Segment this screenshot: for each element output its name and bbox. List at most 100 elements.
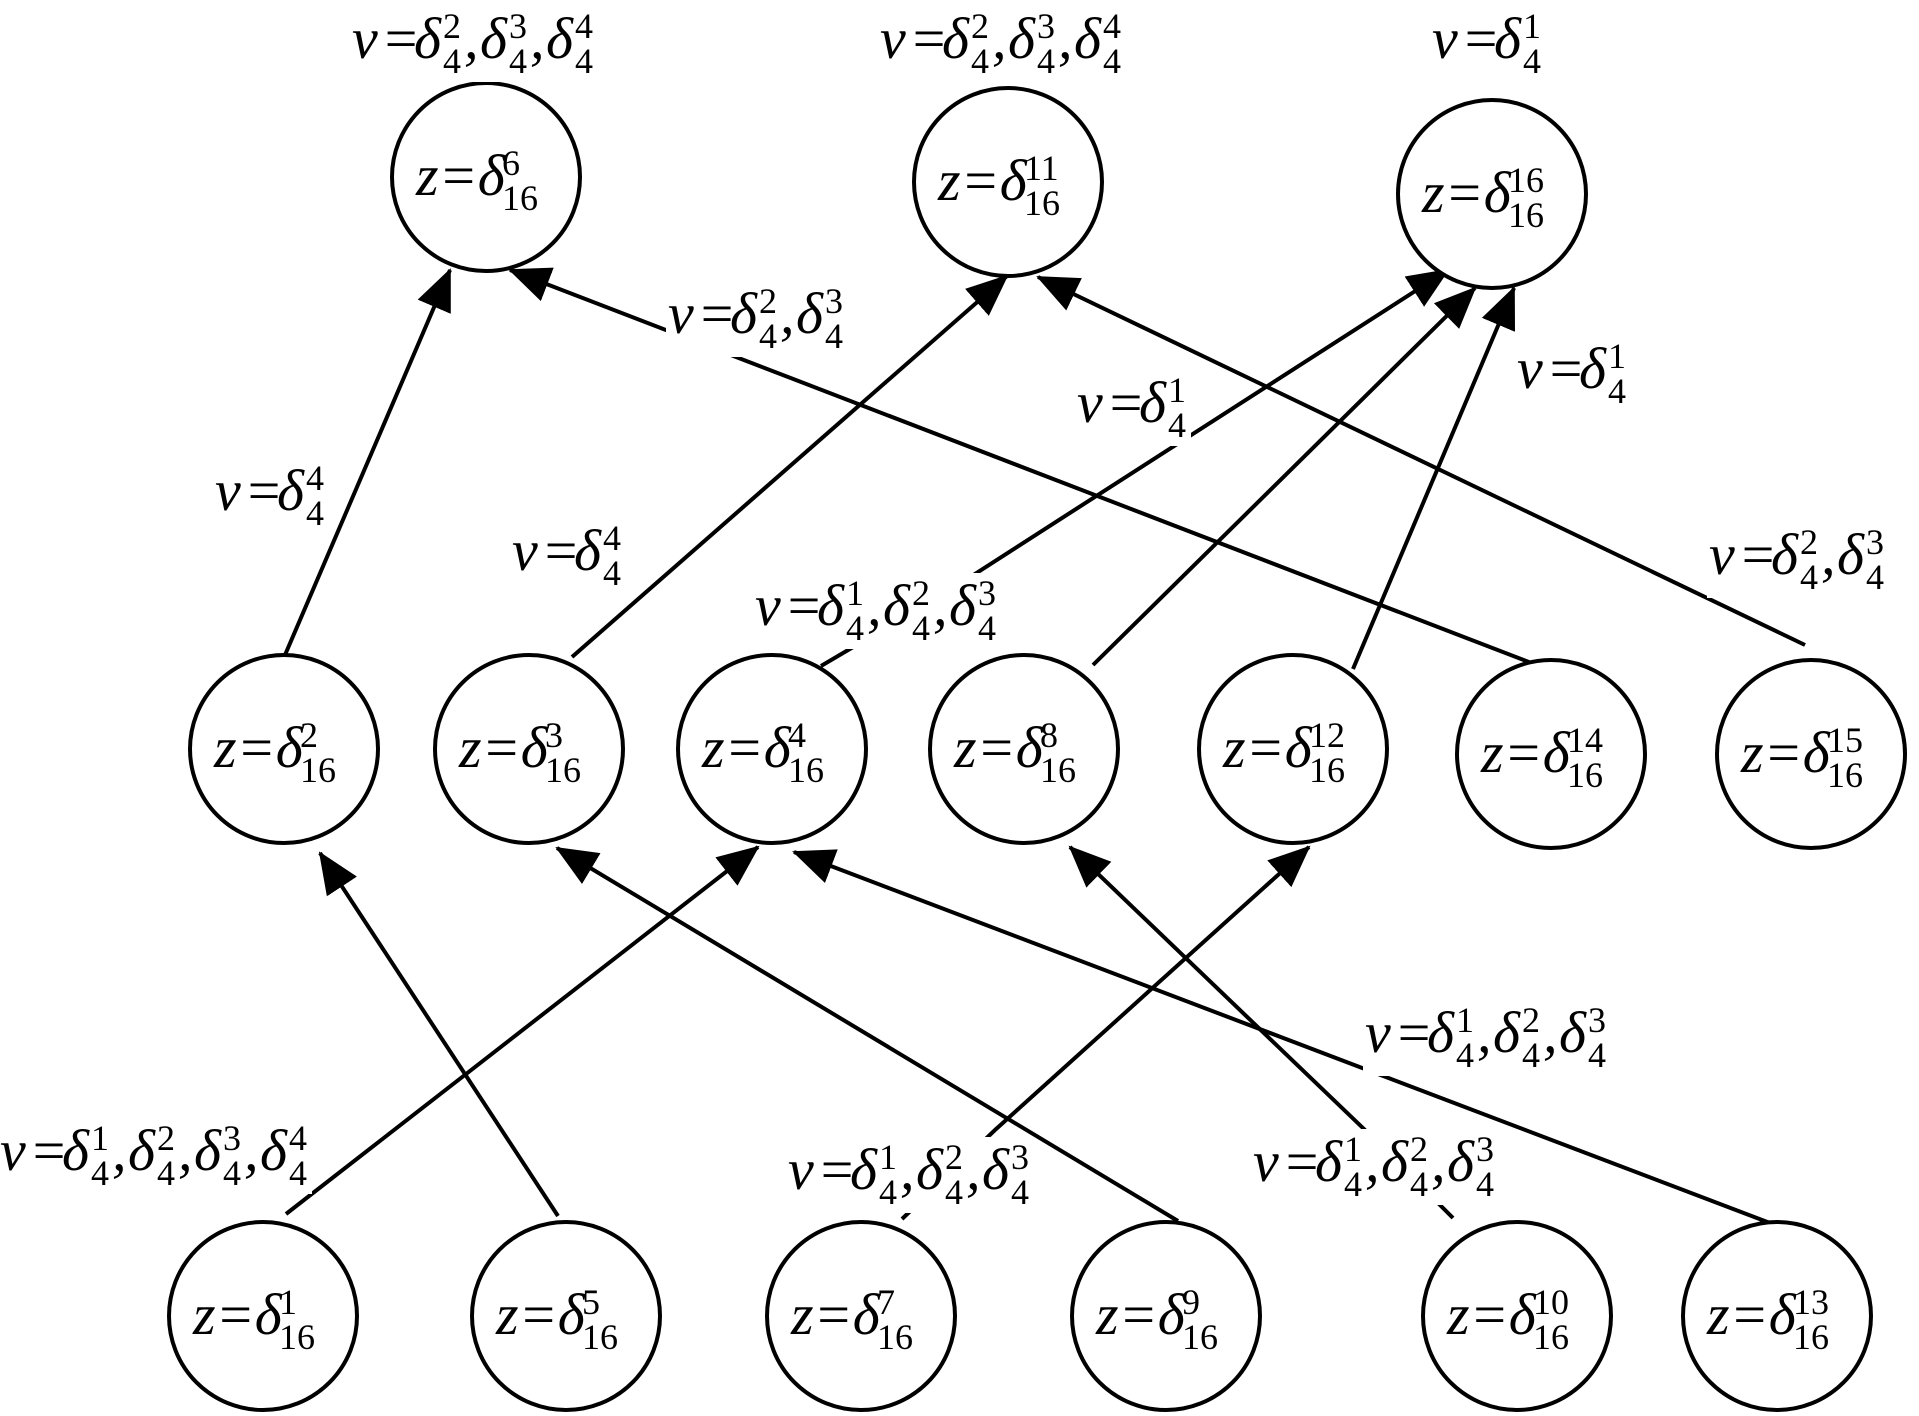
label-var: v bbox=[668, 281, 694, 346]
label-sup: 2 bbox=[1800, 522, 1818, 562]
label-sup: 1 bbox=[846, 573, 864, 613]
label-sub: 4 bbox=[912, 608, 930, 648]
label-delta: δ bbox=[62, 1118, 90, 1183]
label-comma: , bbox=[244, 1118, 259, 1183]
node-label: z=δ bbox=[1095, 1282, 1186, 1347]
label-delta: δ bbox=[1381, 1129, 1409, 1194]
node-label: z=δ bbox=[458, 715, 549, 780]
label-var: v bbox=[0, 1118, 26, 1183]
label-sup: 3 bbox=[1866, 522, 1884, 562]
node-label: z=δ bbox=[415, 143, 506, 208]
label-eq: = bbox=[784, 573, 823, 638]
label-sub: 4 bbox=[1523, 41, 1541, 81]
label-sup: 1 bbox=[1608, 336, 1626, 376]
label-delta: δ bbox=[1427, 1000, 1455, 1065]
label-sub: 4 bbox=[1037, 41, 1055, 81]
label-sup: 3 bbox=[1476, 1129, 1494, 1169]
label-delta: δ bbox=[1315, 1129, 1343, 1194]
label-sup: 4 bbox=[306, 458, 324, 498]
node-sub: 16 bbox=[1567, 755, 1603, 795]
label-delta: δ bbox=[1559, 1000, 1587, 1065]
label-comma: , bbox=[1821, 522, 1836, 587]
node-circle bbox=[390, 81, 582, 273]
label-sup: 2 bbox=[971, 6, 989, 46]
label-comma: , bbox=[464, 6, 479, 71]
label-eq: = bbox=[1394, 1000, 1433, 1065]
node-sup: 14 bbox=[1567, 720, 1603, 760]
label-sup: 4 bbox=[289, 1118, 307, 1158]
label-comma: , bbox=[780, 281, 795, 346]
node-sup: 10 bbox=[1533, 1282, 1569, 1322]
node-sub: 16 bbox=[877, 1317, 913, 1357]
label-comma: , bbox=[178, 1118, 193, 1183]
label-comma: , bbox=[1477, 1000, 1492, 1065]
edge-n3-n11 bbox=[570, 274, 1009, 659]
label-sub: 4 bbox=[1103, 41, 1121, 81]
label-sub: 4 bbox=[289, 1153, 307, 1193]
edge-n8-n16 bbox=[1091, 286, 1477, 667]
node-circle bbox=[912, 86, 1104, 278]
label-eq: = bbox=[244, 458, 283, 523]
node-label: z=δ bbox=[790, 1282, 881, 1347]
node-label: z=δ bbox=[937, 148, 1028, 213]
node-label: z=δ bbox=[701, 715, 792, 780]
node-sub: 16 bbox=[788, 750, 824, 790]
label-sub: 4 bbox=[1410, 1164, 1428, 1204]
label-delta: δ bbox=[574, 518, 602, 583]
node-sup: 6 bbox=[502, 143, 520, 183]
label-delta: δ bbox=[1447, 1129, 1475, 1194]
edge-n15-n11 bbox=[1036, 275, 1806, 647]
label-sub: 4 bbox=[978, 608, 996, 648]
label-var: v bbox=[1432, 6, 1458, 71]
edge-n13-n4 bbox=[792, 849, 1771, 1225]
node-sub: 16 bbox=[300, 750, 336, 790]
label-comma: , bbox=[530, 6, 545, 71]
label-eq: = bbox=[1546, 336, 1585, 401]
node-sup: 15 bbox=[1827, 720, 1863, 760]
label-eq: = bbox=[29, 1118, 68, 1183]
label-sup: 2 bbox=[1522, 1000, 1540, 1040]
label-var: v bbox=[788, 1137, 814, 1202]
label-eq: = bbox=[697, 281, 736, 346]
edge-n2-n6 bbox=[283, 268, 452, 656]
label-eq: = bbox=[1106, 370, 1145, 435]
label-var: v bbox=[1077, 370, 1103, 435]
label-sub: 4 bbox=[1011, 1172, 1029, 1212]
label-sub: 4 bbox=[846, 608, 864, 648]
node-circle bbox=[433, 653, 625, 845]
label-delta: δ bbox=[916, 1137, 944, 1202]
node-sub: 16 bbox=[1182, 1317, 1218, 1357]
label-sub: 4 bbox=[971, 41, 989, 81]
label-sup: 3 bbox=[223, 1118, 241, 1158]
label-sup: 1 bbox=[1456, 1000, 1474, 1040]
label-sup: 1 bbox=[879, 1137, 897, 1177]
node-sub: 16 bbox=[502, 178, 538, 218]
label-var: v bbox=[1253, 1129, 1279, 1194]
label-delta: δ bbox=[1074, 6, 1102, 71]
label-delta: δ bbox=[1771, 522, 1799, 587]
label-sub: 4 bbox=[603, 553, 621, 593]
label-delta: δ bbox=[883, 573, 911, 638]
label-delta: δ bbox=[850, 1137, 878, 1202]
node-circle bbox=[167, 1220, 359, 1412]
label-delta: δ bbox=[1494, 6, 1522, 71]
label-sup: 1 bbox=[1168, 370, 1186, 410]
label-comma: , bbox=[867, 573, 882, 638]
label-sub: 4 bbox=[1344, 1164, 1362, 1204]
